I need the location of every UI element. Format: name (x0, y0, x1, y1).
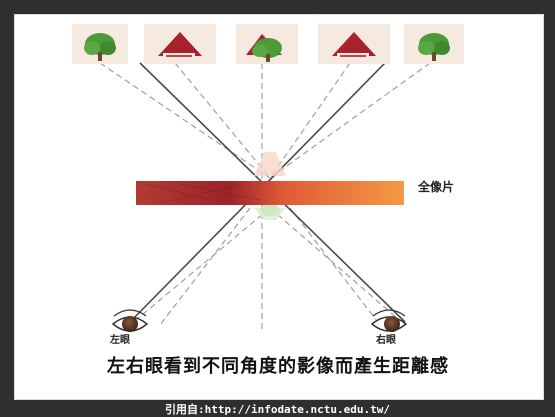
house-icon (332, 32, 376, 59)
source-citation: 引用自:http://infodate.nctu.edu.tw/ (164, 403, 391, 416)
image-glow (254, 152, 286, 220)
house-icon (158, 32, 202, 59)
left-eye-icon (111, 309, 149, 332)
tree-icon (418, 33, 450, 61)
diagram-caption: 左右眼看到不同角度的影像而產生距離感 (107, 356, 449, 377)
right-eye-label: 右眼 (376, 335, 396, 346)
tree-icon (84, 33, 116, 61)
tree-icon (252, 38, 282, 62)
diagram-panel (14, 14, 544, 400)
left-eye-label: 左眼 (110, 335, 130, 346)
dashed-rays (99, 62, 431, 330)
scene-tiles (72, 24, 464, 64)
right-eye-icon (370, 309, 408, 332)
film-label: 全像片 (418, 180, 455, 194)
film-texture (145, 183, 261, 204)
hologram-film (136, 181, 404, 205)
